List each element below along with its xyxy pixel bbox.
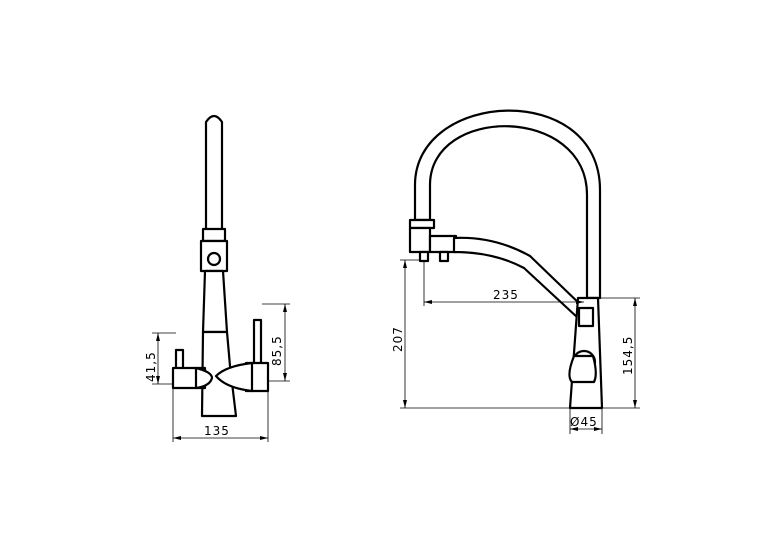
side-reach-arrow-left [424, 300, 432, 304]
front-right-arrow-bottom [283, 373, 287, 381]
side-spray-nozzle-b [438, 250, 450, 263]
dim-front-left-height: 41,5 [144, 351, 158, 382]
front-neck [201, 269, 229, 334]
dim-side-reach: 235 [493, 288, 519, 302]
front-left-arrow-top [156, 333, 160, 341]
side-hose-arch [413, 109, 602, 300]
dim-side-body-height: 154,5 [621, 336, 635, 375]
front-right-arrow-top [283, 304, 287, 312]
side-spray-head-body [408, 226, 432, 254]
side-spray-nozzle-a [418, 250, 430, 263]
front-swivel-collar [201, 227, 227, 243]
dim-front-width: 135 [204, 424, 230, 438]
front-right-handle-stem [252, 318, 263, 367]
side-spout-arm [452, 236, 586, 320]
side-handle-lever [568, 354, 597, 384]
side-reach-arrow-right [576, 300, 584, 304]
front-spout-tube [204, 114, 224, 232]
side-base-arrow-left [570, 427, 578, 431]
side-body-arrow-top [633, 298, 637, 306]
front-right-cone [214, 361, 254, 393]
front-left-arrow-bottom [156, 376, 160, 384]
front-swivel-knob [206, 251, 222, 267]
side-spray-head [408, 218, 436, 230]
front-view: 135 85,5 41,5 [144, 114, 290, 442]
side-spray-connector [428, 234, 458, 254]
front-width-arrow-left [173, 436, 181, 440]
side-height-arrow-bottom [403, 400, 407, 408]
side-body-arrow-bottom [633, 400, 637, 408]
side-body-collar [577, 306, 595, 328]
dim-side-total-height: 207 [391, 326, 405, 352]
side-height-arrow-top [403, 260, 407, 268]
dim-side-base-diameter: Ø45 [570, 415, 598, 429]
front-width-arrow-right [260, 436, 268, 440]
dim-front-right-height: 85,5 [270, 335, 284, 366]
front-left-cone [194, 366, 214, 390]
side-view: 235 207 154,5 Ø45 [391, 109, 640, 434]
side-base-arrow-right [594, 427, 602, 431]
